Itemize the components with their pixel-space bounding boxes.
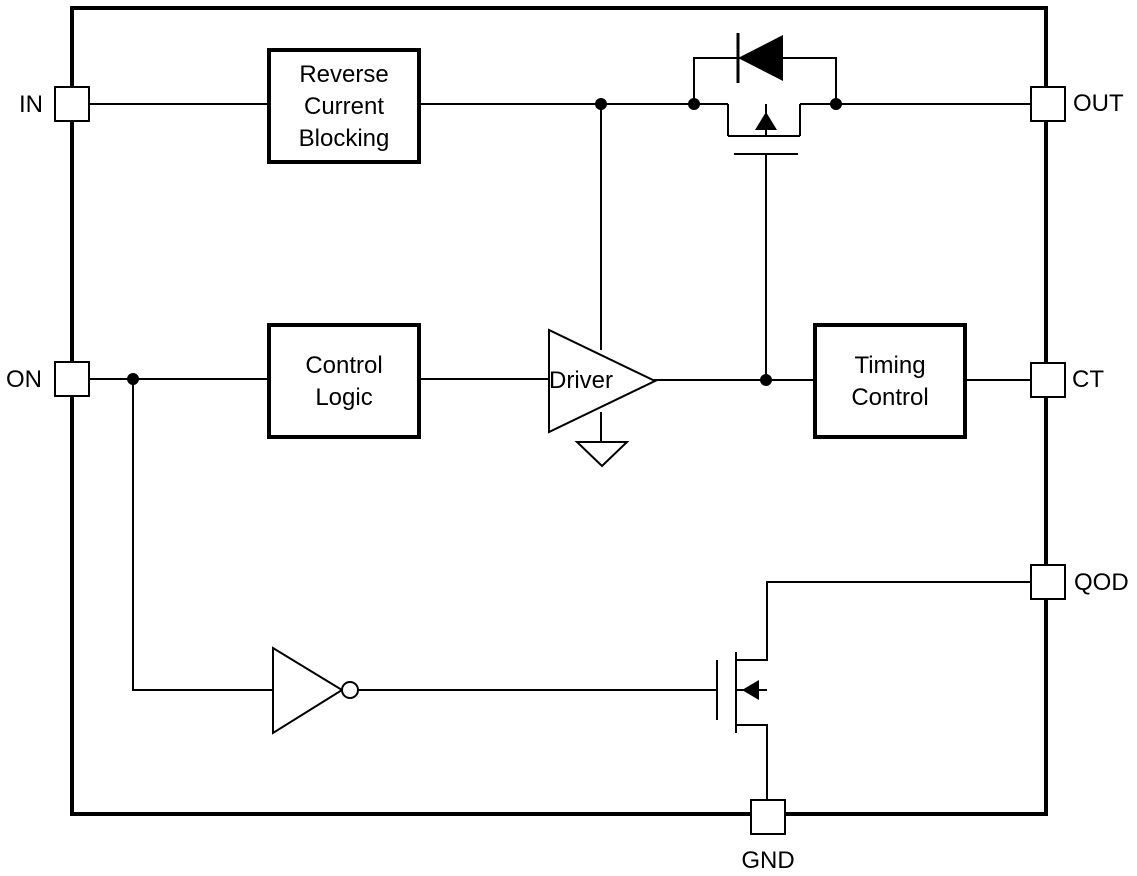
control-logic-label-line2: Logic [315, 384, 372, 411]
body-diode-symbol [736, 33, 783, 83]
pin-out-label: OUT [1073, 90, 1124, 117]
pin-gnd-square [750, 799, 786, 835]
control-logic-block: Control Logic [267, 323, 421, 439]
timing-control-label-line2: Control [851, 384, 928, 411]
chip-outline [70, 6, 1048, 816]
pin-ct-label: CT [1072, 366, 1104, 393]
reverse-current-blocking-label-line1: Reverse [299, 61, 388, 88]
control-logic-label-line1: Control [305, 352, 382, 379]
reverse-current-blocking-block: Reverse Current Blocking [267, 48, 421, 164]
pin-in-label: IN [19, 91, 43, 118]
ground-symbol [574, 441, 630, 468]
reverse-current-blocking-label-line2: Current [304, 93, 384, 120]
pin-out-square [1030, 86, 1066, 122]
timing-control-block: Timing Control [813, 323, 967, 439]
junction-dots [127, 98, 842, 386]
wires [89, 57, 1031, 800]
reverse-current-blocking-label-line3: Blocking [299, 125, 390, 152]
pass-fet-symbol [727, 104, 801, 155]
driver-buffer: Driver [548, 328, 658, 434]
pin-ct-square [1030, 362, 1066, 398]
driver-label: Driver [549, 367, 613, 394]
pin-qod-label: QOD [1074, 569, 1129, 596]
pin-in-square [54, 86, 90, 122]
pin-qod-square [1030, 564, 1066, 600]
pin-gnd-label: GND [741, 847, 794, 874]
discharge-nmos-symbol [716, 652, 767, 733]
pin-on-square [54, 361, 90, 397]
inverter-symbol [272, 646, 359, 735]
pin-on-label: ON [6, 366, 42, 393]
timing-control-label-line1: Timing [854, 352, 925, 379]
